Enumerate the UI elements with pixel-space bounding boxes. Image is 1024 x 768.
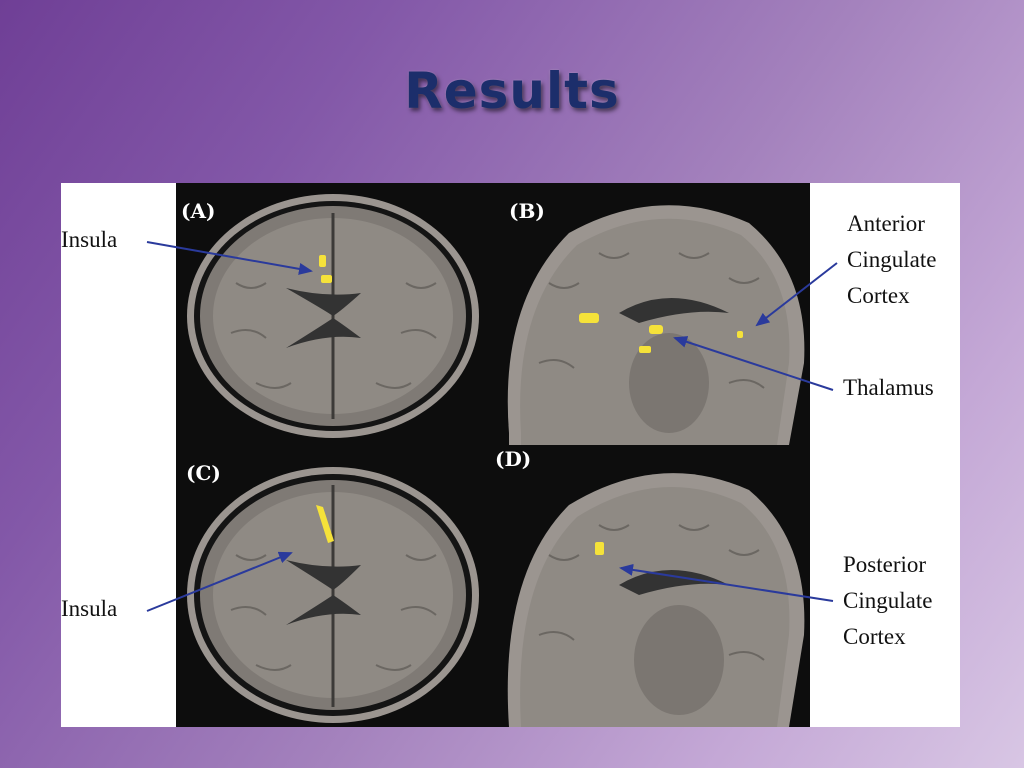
panel-c-axial-scan: (C) [176, 445, 489, 727]
panel-a-label: (A) [181, 199, 216, 223]
acc-label-line2: Cingulate [847, 247, 937, 272]
pcc-label-line2: Cingulate [843, 588, 933, 613]
acc-label-line1: Anterior [847, 211, 925, 236]
arrow-acc [755, 262, 838, 327]
brain-figure: (A) (B) [61, 183, 960, 727]
pcc-label-line3: Cortex [843, 624, 906, 649]
sagittal-brain-image-b [507, 205, 805, 445]
panel-d-sagittal-scan: (D) [489, 445, 810, 727]
arrow-insula-top [146, 241, 313, 275]
panel-b-label: (B) [509, 199, 545, 223]
panel-c-label: (C) [186, 461, 221, 485]
insula-bottom-label: Insula [61, 596, 118, 621]
arrow-insula-bottom [146, 551, 293, 612]
arrow-pcc [619, 563, 834, 602]
thalamus-label: Thalamus [843, 375, 934, 400]
slide-title: Results [404, 62, 620, 120]
panel-b-sagittal-scan: (B) [489, 183, 810, 445]
axial-brain-image-a [187, 194, 479, 438]
acc-label-line3: Cortex [847, 283, 910, 308]
pcc-label-line1: Posterior [843, 552, 927, 577]
insula-top-label: Insula [61, 227, 118, 252]
axial-brain-image-c [187, 467, 479, 723]
panel-d-label: (D) [495, 447, 532, 471]
panel-a-axial-scan: (A) [176, 183, 489, 445]
sagittal-brain-image-d [507, 473, 805, 727]
annotation-arrows [146, 241, 838, 612]
arrow-thalamus [673, 336, 834, 391]
